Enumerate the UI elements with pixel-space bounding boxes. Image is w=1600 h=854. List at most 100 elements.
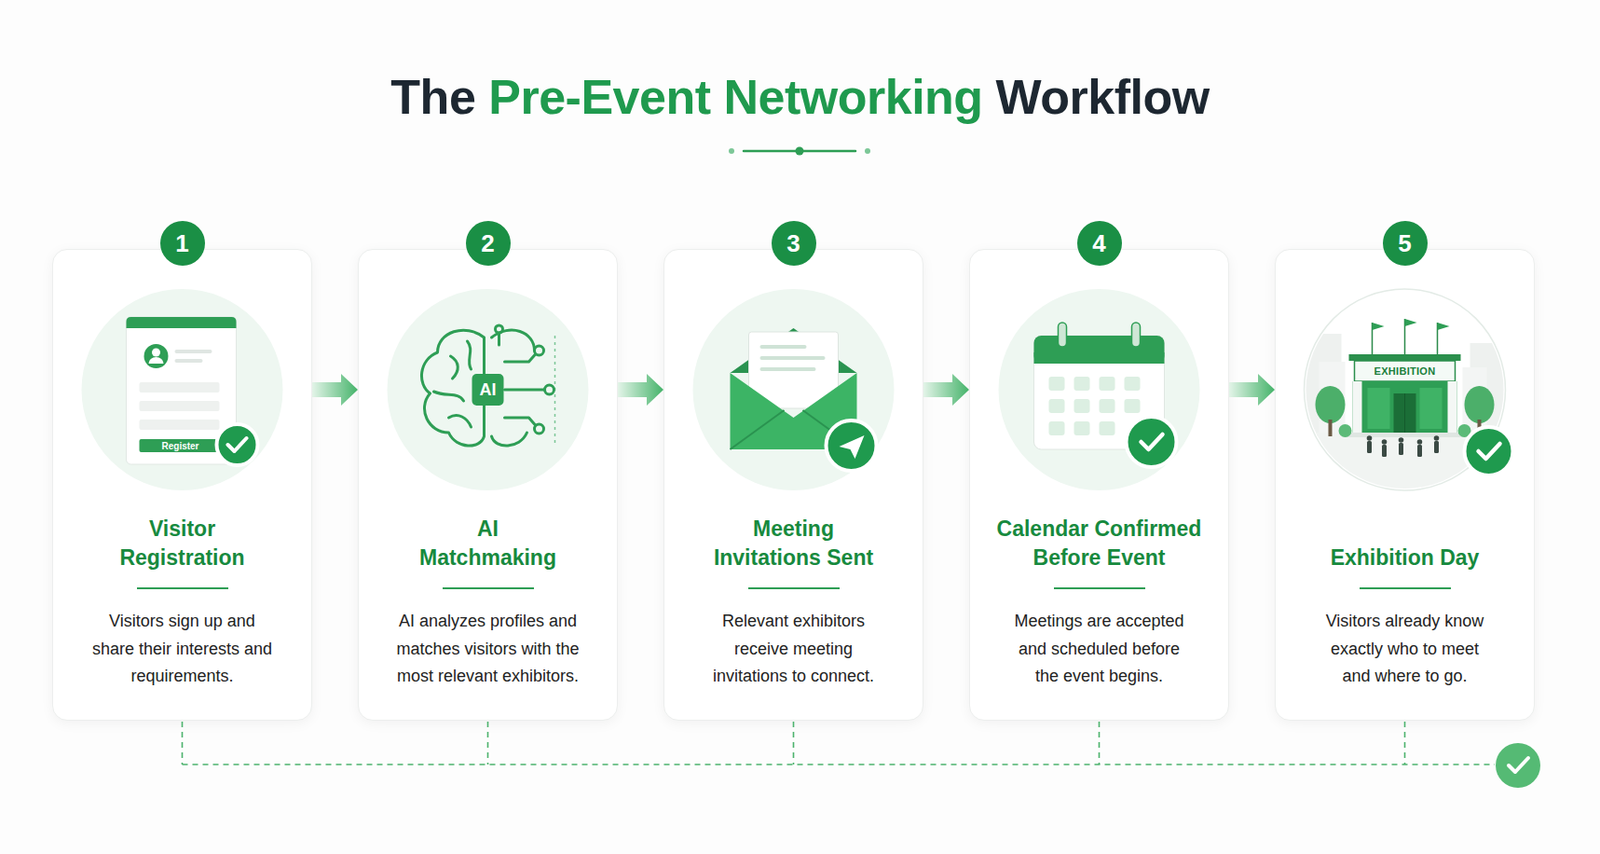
icon-part: [1345, 432, 1465, 438]
icon-part: [1417, 438, 1423, 445]
icon-part: [139, 400, 220, 411]
icon-part: [1404, 721, 1407, 765]
icon-part: [139, 419, 220, 430]
heading-underline: [748, 587, 840, 589]
icon-part: [1353, 381, 1458, 433]
step-number: 4: [1077, 220, 1122, 266]
icon-part: [1098, 721, 1101, 765]
icon-part: [492, 432, 528, 446]
icon-part: [228, 437, 247, 452]
step-heading: Calendar Confirmed Before Event: [983, 514, 1217, 573]
icon-part: [1049, 421, 1066, 436]
flow-arrow: [312, 373, 358, 406]
icon-part: [495, 325, 504, 333]
dashed-timeline: [182, 721, 1496, 765]
step-description: Meetings are accepted and scheduled befo…: [1007, 607, 1192, 691]
heading-underline: [1053, 587, 1146, 589]
icon-part: [181, 721, 184, 765]
icon-part: [82, 288, 284, 491]
icon-part: [434, 391, 465, 401]
icon-part: [1049, 398, 1066, 413]
icon-part: [1034, 335, 1165, 364]
icon-part: [1124, 398, 1141, 413]
icon-part: [451, 355, 459, 379]
icon-part: [182, 763, 1496, 766]
icon-part: [1049, 376, 1141, 436]
icon-part: [149, 356, 165, 364]
icon-part: [1478, 443, 1501, 459]
icon-part: [1398, 437, 1405, 443]
icon-part: [505, 417, 536, 425]
icon-part: [1464, 385, 1495, 424]
heading-area: Meeting Invitations Sent: [664, 512, 923, 573]
icon-part: [505, 354, 536, 362]
heading-area: Calendar Confirmed Before Event: [970, 512, 1229, 573]
icon-part: [1448, 381, 1458, 433]
icon-part: [1434, 435, 1440, 441]
step-heading: AI Matchmaking: [409, 514, 568, 573]
icon-part: [1328, 419, 1333, 437]
icon-part: [545, 384, 555, 395]
icon-part: [1126, 416, 1177, 467]
icon-part: [144, 343, 169, 369]
heading-underline: [1359, 587, 1451, 589]
heading-area: Visitor Registration: [53, 512, 312, 573]
icon-part: [793, 721, 795, 765]
icon-part: [139, 382, 220, 393]
title-word: Workflow: [996, 69, 1210, 124]
exhibition-icon: [1302, 288, 1514, 498]
step-heading: Visitor Registration: [103, 514, 262, 573]
icon-part: [1132, 322, 1141, 347]
icon-part: [839, 435, 865, 459]
icon-part: [1367, 387, 1391, 429]
ai-brain-icon: [387, 288, 589, 491]
title-word: [983, 69, 997, 124]
icon-part: [487, 721, 490, 765]
icon-part: [467, 341, 472, 370]
icon-part: [1074, 421, 1091, 436]
icon-part: [151, 348, 161, 357]
icon-part: [1437, 322, 1450, 330]
icon-part: [1034, 352, 1165, 364]
icon-part: [1124, 376, 1141, 391]
heading-underline: [442, 587, 534, 589]
icon-part: [387, 288, 589, 491]
registration-icon: [82, 288, 284, 491]
icon-part: [534, 345, 545, 356]
icon-part: [760, 344, 807, 349]
icon-part: [1058, 322, 1067, 347]
title-word: [711, 69, 725, 124]
icon-part: [1508, 757, 1529, 772]
icon-part: [1405, 318, 1418, 327]
icon-part: [760, 367, 817, 371]
step-heading: Meeting Invitations Sent: [700, 514, 888, 573]
step-description: Visitors already know exactly who to mee…: [1318, 607, 1491, 691]
icon-part: [760, 355, 826, 360]
step-description: AI analyzes profiles and matches visitor…: [387, 607, 589, 691]
calendar-icon: [998, 288, 1201, 491]
icon-part: [1141, 434, 1163, 450]
title-ornament: [728, 147, 871, 156]
icon-part: [126, 316, 237, 329]
icon-part: [1398, 442, 1404, 455]
edge-group: [312, 373, 1275, 406]
icon-part: [1339, 423, 1353, 438]
icon-part: [998, 288, 1201, 491]
step-number: 1: [160, 220, 206, 266]
title-word: Networking: [723, 69, 983, 124]
icon-part: [472, 373, 505, 406]
title-word: [475, 69, 489, 124]
icon-part: [1074, 376, 1091, 391]
icon-part: [1099, 376, 1116, 391]
icon-part: [1074, 398, 1091, 413]
icon-part: [217, 423, 259, 465]
icon-part: [534, 423, 545, 434]
title-word: The: [390, 69, 476, 124]
step-heading: Exhibition Day: [1330, 543, 1480, 573]
icon-part: [1420, 387, 1443, 429]
icon-part: [505, 388, 545, 392]
flow-arrow: [617, 373, 664, 406]
